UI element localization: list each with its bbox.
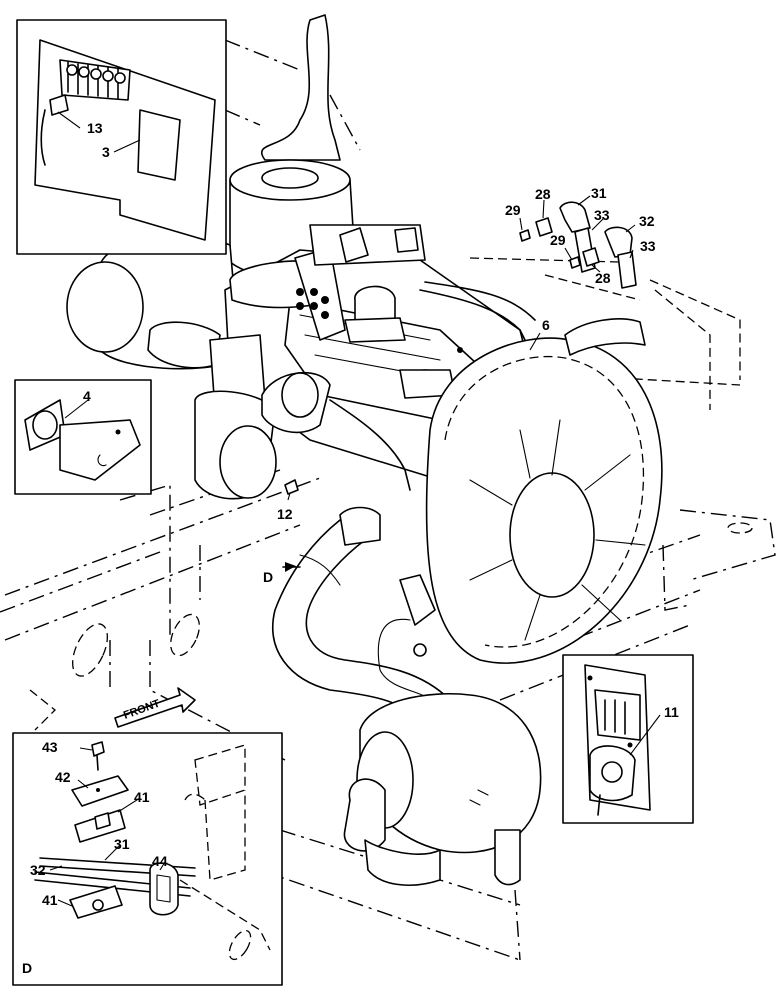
callout-31-top: 31 (591, 185, 607, 201)
callout-6: 6 (542, 317, 550, 333)
inset-actuator (562, 654, 694, 824)
callout-41-top: 41 (134, 789, 150, 805)
callout-13: 13 (87, 120, 103, 136)
callout-28-mid: 28 (595, 270, 611, 286)
callout-3: 3 (102, 144, 110, 160)
callout-28-top: 28 (535, 186, 551, 202)
callout-4: 4 (83, 388, 91, 404)
callout-12: 12 (277, 506, 293, 522)
radiator-fan (425, 318, 663, 664)
intake-hose (272, 506, 451, 721)
callout-29-mid: 29 (550, 232, 566, 248)
callout-33-top: 33 (594, 207, 610, 223)
machine-frame (0, 39, 776, 961)
inset-detail-d (12, 732, 283, 986)
callout-43: 43 (42, 739, 58, 755)
callout-33-mid: 33 (640, 238, 656, 254)
inset-controller (16, 19, 227, 255)
hose-fittings (519, 195, 637, 289)
inset-gasket (14, 379, 152, 495)
callout-42: 42 (55, 769, 71, 785)
view-d-arrow (282, 562, 301, 572)
callout-41-bottom: 41 (42, 892, 58, 908)
callout-44: 44 (152, 853, 168, 869)
callout-32-detail: 32 (30, 862, 46, 878)
air-cleaner (343, 692, 542, 886)
callout-31-detail: 31 (114, 836, 130, 852)
view-d-marker: D (263, 569, 273, 585)
callout-11: 11 (664, 704, 679, 720)
callout-32-top: 32 (639, 213, 655, 229)
callout-29-top: 29 (505, 202, 521, 218)
front-arrow (114, 687, 196, 728)
detail-d-label: D (22, 960, 32, 976)
